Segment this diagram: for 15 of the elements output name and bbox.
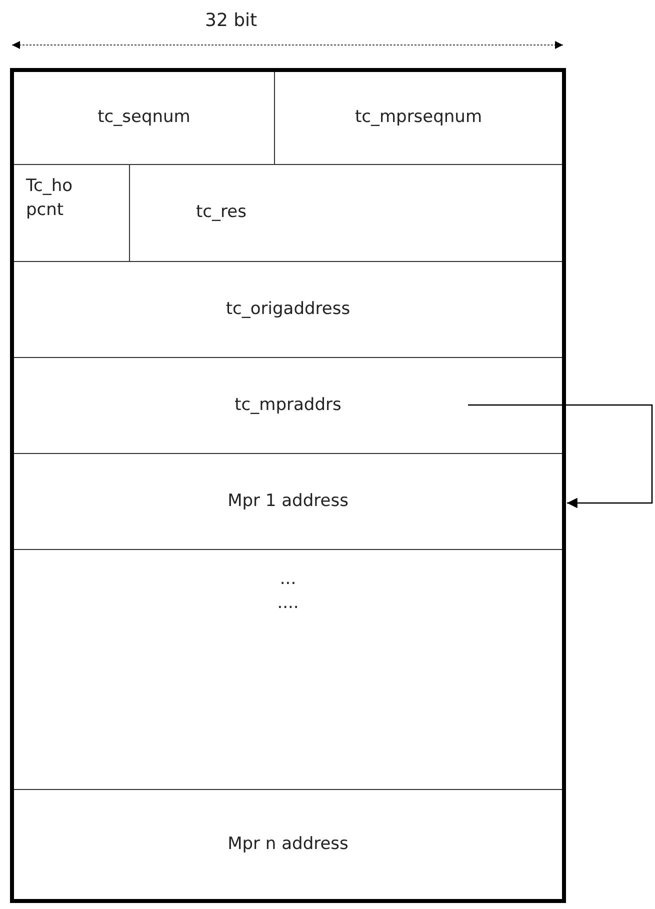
field-name: tc_mprseqnum bbox=[354, 106, 482, 130]
field-cell bbox=[14, 72, 275, 165]
field-name: ... bbox=[280, 568, 296, 591]
field-cell bbox=[14, 165, 130, 262]
field-name: tc_origaddress bbox=[226, 298, 350, 321]
field-name: Mpr 1 address bbox=[228, 490, 348, 513]
field-name: tc_seqnum bbox=[98, 106, 190, 130]
field-name: Mpr n address bbox=[228, 832, 348, 856]
arrow bbox=[468, 404, 653, 508]
packet-frame bbox=[10, 68, 566, 903]
field-name: .... bbox=[277, 592, 299, 615]
width-label: 32 bit bbox=[205, 10, 258, 31]
field-name: tc_res bbox=[196, 201, 246, 224]
field-name: tc_mpraddrs bbox=[234, 394, 342, 417]
field-name: Tc_ho pcnt bbox=[26, 175, 74, 222]
